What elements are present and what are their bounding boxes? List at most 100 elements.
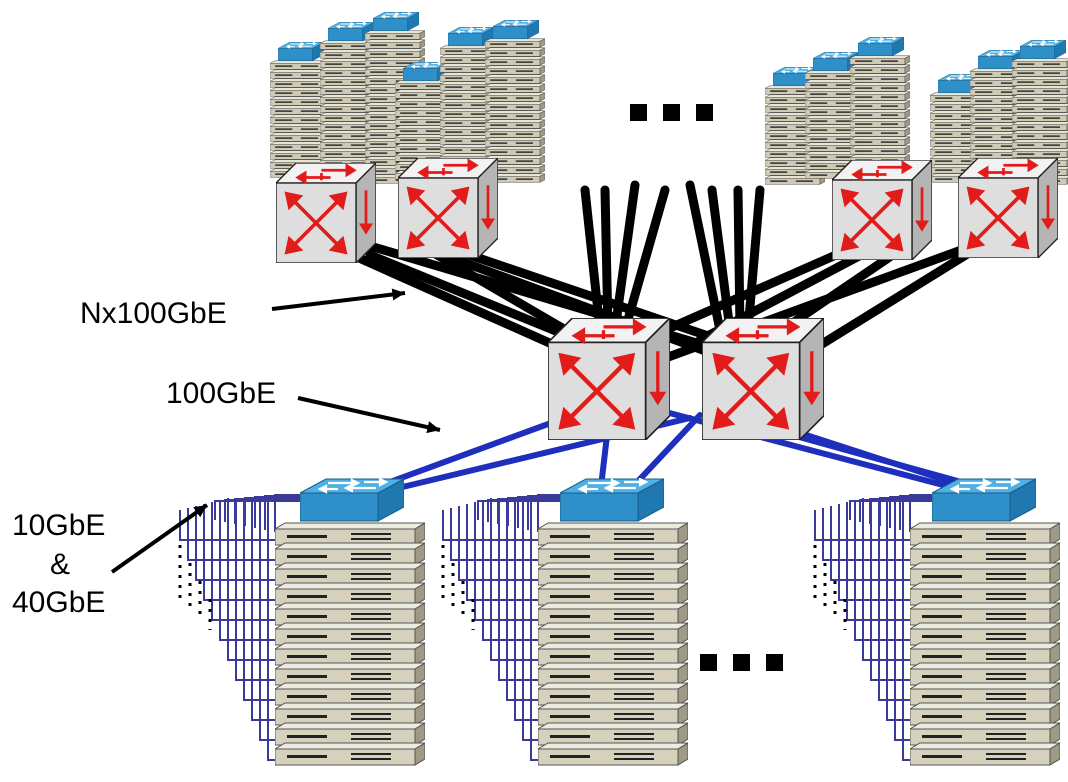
top-server-unit (485, 119, 545, 129)
top-server-unit (1012, 85, 1068, 95)
server-unit (275, 702, 425, 726)
top-server-unit (1012, 76, 1068, 86)
10gbe-40gbe-pointer-arrow (110, 503, 209, 574)
nx100gbe-link (610, 180, 640, 335)
access-switch-icon (560, 478, 664, 522)
server-unit (538, 562, 688, 586)
top-server-unit (485, 47, 545, 57)
server-unit (538, 522, 688, 546)
server-uplink-cable (235, 498, 281, 681)
server-unit (910, 582, 1060, 606)
top-server-stacks (270, 12, 1068, 186)
server-uplink-cable (822, 508, 916, 561)
server-unit (275, 722, 425, 746)
top-server-unit (850, 109, 910, 119)
top-access-switch-icon (373, 12, 419, 31)
access-switch-icon (300, 478, 404, 522)
server-uplink-cable (211, 502, 281, 621)
server-uplink-cable (490, 498, 544, 661)
router-icon (548, 318, 670, 440)
top-server-unit (1012, 148, 1068, 158)
server-unit (538, 542, 688, 566)
server-unit (910, 562, 1060, 586)
link-layer (110, 180, 995, 761)
top-server-unit (1012, 139, 1068, 149)
top-server-unit (850, 82, 910, 92)
top-server-unit (485, 137, 545, 147)
server-uplink-cable (846, 502, 916, 621)
server-unit (538, 662, 688, 686)
server-uplink-cable (187, 508, 281, 561)
server-unit (275, 602, 425, 626)
server-unit (275, 562, 425, 586)
server-uplink-cable (886, 498, 916, 721)
server-uplink-cable (838, 504, 916, 601)
switch-fanout-cable (537, 494, 565, 532)
server-unit (538, 602, 688, 626)
top-server-unit (850, 127, 910, 137)
server-uplink-cable (179, 510, 281, 541)
access-switch-icon (932, 478, 1036, 522)
nx100gbe-link (580, 185, 605, 335)
server-uplink-cable (894, 498, 916, 741)
nx100gbe-pointer-arrow (271, 291, 406, 311)
server-unit (910, 722, 1060, 746)
server-unit (538, 702, 688, 726)
switch-fanout-cable (879, 497, 937, 526)
top-server-unit (365, 39, 425, 49)
server-unit (538, 642, 688, 666)
server-uplink-cable (870, 498, 916, 681)
top-access-switch-icon (1020, 40, 1066, 59)
server-uplink-cable (522, 498, 544, 741)
server-uplink-cable (862, 498, 916, 661)
server-unit (910, 742, 1060, 766)
top-server-unit (485, 83, 545, 93)
top-server-unit (850, 136, 910, 146)
server-unit (538, 722, 688, 746)
server-unit (910, 662, 1060, 686)
server-unit (538, 622, 688, 646)
server-unit (275, 542, 425, 566)
server-unit (910, 682, 1060, 706)
top-server-unit (850, 91, 910, 101)
router-icon (398, 158, 498, 258)
server-uplink-cable (498, 498, 544, 681)
router-icon (702, 318, 824, 440)
server-uplink-cable (450, 508, 544, 561)
top-server-unit (485, 128, 545, 138)
server-unit (910, 642, 1060, 666)
server-unit (275, 582, 425, 606)
top-server-unit (365, 48, 425, 58)
server-unit (538, 582, 688, 606)
router-icon (832, 160, 932, 260)
server-unit (275, 682, 425, 706)
top-server-unit (850, 145, 910, 155)
top-server-unit (1012, 67, 1068, 77)
top-server-unit (850, 100, 910, 110)
top-access-switch-icon (493, 20, 539, 39)
nx100gbe-pointer-arrow-head (391, 288, 405, 301)
nx100gbe-link (600, 185, 613, 335)
top-server-unit (1012, 103, 1068, 113)
server-unit (910, 602, 1060, 626)
100gbe-pointer-arrow (297, 396, 441, 432)
server-uplink-cable (474, 502, 544, 621)
top-ellipsis (630, 104, 713, 121)
bottom-ellipsis (700, 654, 783, 671)
top-server-unit (485, 101, 545, 111)
nx100gbe-link (425, 245, 735, 365)
server-uplink-cable (814, 510, 916, 541)
ellipsis-dot (766, 654, 783, 671)
top-access-switch-icon (858, 37, 904, 56)
top-server-unit (1012, 112, 1068, 122)
top-server-unit (485, 146, 545, 156)
ellipsis-dot (700, 654, 717, 671)
top-access-switch-icon (278, 42, 324, 61)
server-uplink-cable (466, 504, 544, 601)
server-uplink-cable (259, 498, 281, 741)
server-uplink-cable (442, 510, 544, 541)
switch-fanout-cable (274, 494, 305, 532)
top-server-unit (485, 92, 545, 102)
top-server-unit (485, 110, 545, 120)
